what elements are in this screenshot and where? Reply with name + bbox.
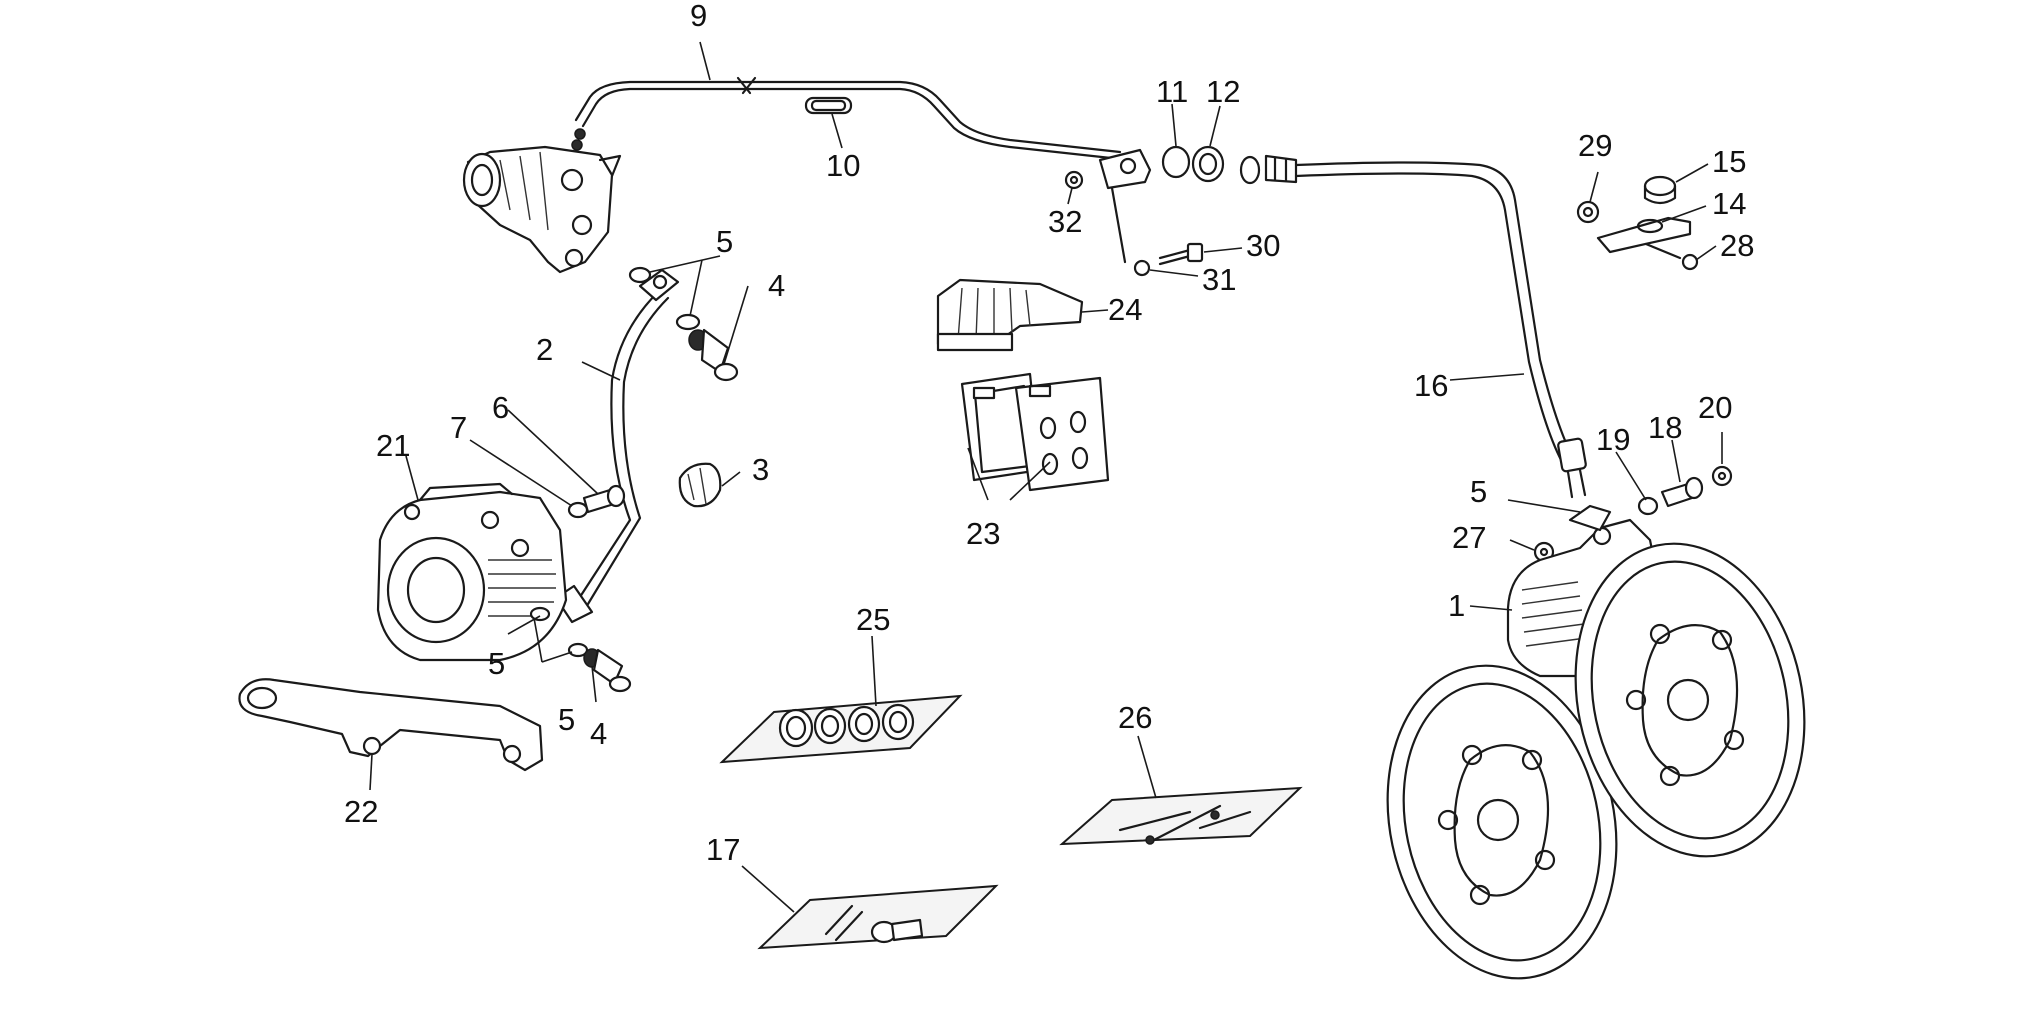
callout-11: 11 [1156, 74, 1188, 109]
callout-15: 15 [1712, 144, 1746, 179]
callout-10: 10 [826, 148, 860, 183]
callout-26: 26 [1118, 700, 1152, 735]
front-brake-disc-outer [1574, 542, 1806, 858]
callout-27: 27 [1452, 520, 1486, 555]
callout-2: 2 [536, 332, 553, 367]
part-20-nut [1711, 465, 1733, 487]
rear-master-cylinder [462, 145, 622, 274]
part-12-nut [1191, 145, 1225, 183]
part-26-pin-kit [1059, 786, 1303, 846]
part-6-screw [582, 484, 626, 514]
part-30-bolt [1158, 242, 1204, 266]
part-25-seal-kit [719, 694, 963, 764]
callout-32: 32 [1048, 204, 1082, 239]
part-5-washer-top [628, 266, 701, 331]
callout-17: 17 [706, 832, 740, 867]
part-31-washer [1133, 259, 1151, 277]
callout-4-lower: 4 [590, 716, 607, 751]
callout-1: 1 [1448, 588, 1465, 623]
part-29-nut [1576, 200, 1600, 224]
leader-lines [369, 41, 1723, 913]
callout-16: 16 [1414, 368, 1448, 403]
part-17-bleeder-kit [757, 884, 999, 950]
callout-numbers: 9 10 11 12 32 30 31 29 15 14 28 5 4 2 24… [344, 0, 1754, 867]
callout-5-left: 5 [488, 646, 505, 681]
callout-7: 7 [450, 410, 467, 445]
callout-31: 31 [1202, 262, 1236, 297]
callout-29: 29 [1578, 128, 1612, 163]
callout-6: 6 [492, 390, 509, 425]
part-4-banjo-bolt-top [688, 328, 739, 382]
callout-5-front: 5 [1470, 474, 1487, 509]
part-32-nut [1064, 170, 1084, 190]
callout-19: 19 [1596, 422, 1630, 457]
callout-20: 20 [1698, 390, 1732, 425]
part-28-screw [1644, 242, 1699, 271]
part-19-washer [1637, 496, 1659, 516]
part-4-banjo-bolt-lower [583, 648, 632, 693]
part-22-caliper-bracket [238, 678, 544, 772]
part-11-seal [1161, 145, 1191, 179]
callout-3: 3 [752, 452, 769, 487]
hose-union [1239, 154, 1298, 185]
callout-21: 21 [376, 428, 410, 463]
callout-28: 28 [1720, 228, 1754, 263]
callout-22: 22 [344, 794, 378, 829]
callout-4-top: 4 [768, 268, 785, 303]
part-3-rubber-cap [678, 462, 722, 508]
callout-30: 30 [1246, 228, 1280, 263]
callout-9: 9 [690, 0, 707, 33]
callout-12: 12 [1206, 74, 1240, 109]
callout-23: 23 [966, 516, 1000, 551]
part-23-brake-pads [960, 372, 1110, 492]
callout-14: 14 [1712, 186, 1746, 221]
callout-24: 24 [1108, 292, 1142, 327]
callout-25: 25 [856, 602, 890, 637]
part-15-grommet [1643, 175, 1677, 205]
callout-18: 18 [1648, 410, 1682, 445]
callout-5-top: 5 [716, 224, 733, 259]
distributor-bracket [1098, 148, 1152, 264]
part-2-rear-brake-hose [554, 268, 680, 624]
callout-5-mid: 5 [558, 702, 575, 737]
part-21-rear-caliper [376, 482, 568, 662]
part-18-screw [1660, 476, 1704, 508]
part-10-pipe-clip [804, 96, 853, 115]
part-14-clamp [1596, 216, 1692, 254]
part-5-washer-lower [529, 606, 589, 658]
part-16-brake-hose [1294, 161, 1587, 499]
part-24-pad-spring [936, 278, 1084, 352]
